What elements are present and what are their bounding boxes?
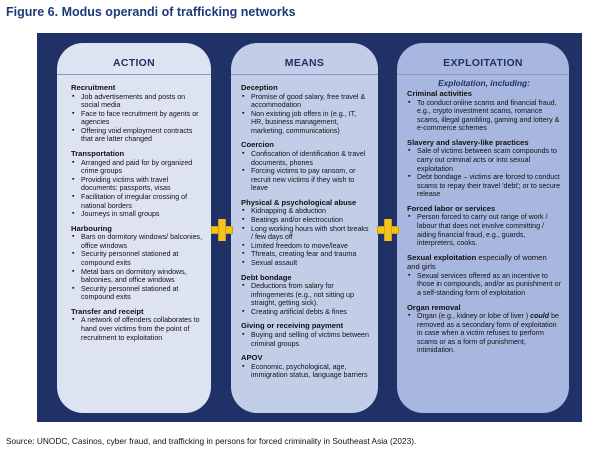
exploitation-subtitle: Exploitation, including: — [438, 78, 530, 88]
list-item: Forcing victims to pay ransom, or recrui… — [241, 167, 370, 193]
section-heading: Harbouring — [71, 223, 112, 233]
list-item: Confiscation of identification & travel … — [241, 150, 370, 167]
list-item: Non existing job offers in (e.g., IT, HR… — [241, 110, 370, 136]
figure-title: Figure 6. Modus operandi of trafficking … — [6, 5, 296, 19]
list-item: Long working hours with short breaks / f… — [241, 225, 370, 242]
means-title: MEANS — [231, 43, 378, 75]
list-item: Limited freedom to move/leave — [241, 242, 370, 251]
action-title: ACTION — [57, 43, 211, 75]
section-heading: Transfer and receipt — [71, 306, 144, 316]
section-heading: Transportation — [71, 149, 125, 159]
list-item: Beatings and/or electrocution — [241, 216, 370, 225]
list-item: Organ (e.g., kidney or lobe of liver ) c… — [407, 312, 561, 355]
means-section-coercion: Coercion Confiscation of identification … — [241, 140, 370, 192]
section-heading: Forced labor or services — [407, 203, 496, 213]
section-heading: Recruitment — [71, 83, 116, 92]
list-item: Arranged and paid for by organized crime… — [71, 159, 203, 176]
list-item: Journeys in small groups — [71, 210, 203, 219]
list-item: Bars on dormitory windows/ balconies, of… — [71, 233, 203, 250]
list-item: Providing victims with travel documents:… — [71, 176, 203, 193]
means-section-apov: APOV Economic, psychological, age, immig… — [241, 353, 370, 380]
exploitation-title: EXPLOITATION — [397, 43, 569, 75]
organ-text-pre: Organ (e.g., kidney or lobe of liver ) — [417, 312, 531, 321]
section-heading: Debt bondage — [241, 272, 292, 282]
list-item: Threats, creating fear and trauma — [241, 250, 370, 259]
action-section-transfer: Transfer and receipt A network of offend… — [71, 307, 203, 342]
list-item: Offering void employment contracts that … — [71, 127, 203, 144]
section-heading-tail: especially of women and girls — [407, 252, 547, 272]
list-item: Sale of victims between scam compounds t… — [407, 147, 561, 173]
section-heading: Sexual exploitation especially of women … — [407, 253, 561, 272]
means-section-deception: Deception Promise of good salary, free t… — [241, 83, 370, 135]
source-caption: Source: UNODC, Casinos, cyber fraud, and… — [6, 436, 417, 446]
action-section-harbouring: Harbouring Bars on dormitory windows/ ba… — [71, 224, 203, 302]
means-column: MEANS Deception Promise of good salary, … — [231, 43, 378, 413]
list-item: A network of offenders collaborates to h… — [71, 316, 203, 342]
list-item: Creating artificial debts & fines — [241, 308, 370, 317]
exploitation-section-organ: Organ removal Organ (e.g., kidney or lob… — [407, 303, 561, 355]
plus-icon — [211, 219, 233, 241]
list-item: Person forced to carry out range of work… — [407, 213, 561, 247]
section-heading: Organ removal — [407, 302, 461, 312]
means-section-debt-bondage: Debt bondage Deductions from salary for … — [241, 273, 370, 317]
list-item: Security personnel stationed at compound… — [71, 250, 203, 267]
list-item: Job advertisements and posts on social m… — [71, 93, 203, 110]
section-heading: Giving or receiving payment — [241, 321, 344, 331]
action-column: ACTION Recruitment Job advertisements an… — [57, 43, 211, 413]
list-item: Economic, psychological, age, immigratio… — [241, 363, 370, 380]
list-item: Debt bondage – victims are forced to con… — [407, 173, 561, 199]
list-item: Kidnapping & abduction — [241, 207, 370, 216]
section-heading: Criminal activities — [407, 89, 472, 98]
list-item: Sexual services offered as an incentive … — [407, 272, 561, 298]
list-item: Deductions from salary for infringements… — [241, 282, 370, 308]
list-item: To conduct online scams and financial fr… — [407, 99, 561, 133]
list-item: Promise of good salary, free travel & ac… — [241, 93, 370, 110]
plus-icon — [377, 219, 399, 241]
diagram-panel: ACTION Recruitment Job advertisements an… — [37, 33, 582, 422]
exploitation-section-criminal: Criminal activities To conduct online sc… — [407, 89, 561, 133]
list-item: Face to face recruitment by agents or ag… — [71, 110, 203, 127]
action-section-recruitment: Recruitment Job advertisements and posts… — [71, 83, 203, 144]
means-section-payment: Giving or receiving payment Buying and s… — [241, 321, 370, 348]
exploitation-section-forced-labor: Forced labor or services Person forced t… — [407, 204, 561, 248]
exploitation-section-sexual: Sexual exploitation especially of women … — [407, 253, 561, 298]
section-heading: Coercion — [241, 140, 274, 150]
section-heading: Physical & psychological abuse — [241, 197, 357, 207]
section-heading: Deception — [241, 83, 278, 92]
list-item: Facilitation of irregular crossing of na… — [71, 193, 203, 210]
action-section-transportation: Transportation Arranged and paid for by … — [71, 149, 203, 219]
section-heading-bold: Sexual exploitation — [407, 252, 477, 262]
list-item: Buying and selling of victims between cr… — [241, 331, 370, 348]
exploitation-section-slavery: Slavery and slavery-like practices Sale … — [407, 138, 561, 199]
organ-text-emphasis: could — [530, 312, 550, 321]
list-item: Sexual assault — [241, 259, 370, 268]
organ-text-post: be removed as a secondary form of exploi… — [417, 312, 559, 355]
means-section-abuse: Physical & psychological abuse Kidnappin… — [241, 198, 370, 268]
list-item: Metal bars on dormitory windows, balconi… — [71, 268, 203, 285]
list-item: Security personnel stationed at compound… — [71, 285, 203, 302]
section-heading: Slavery and slavery-like practices — [407, 137, 529, 147]
exploitation-column: EXPLOITATION Exploitation, including: Cr… — [397, 43, 569, 413]
section-heading: APOV — [241, 353, 263, 363]
